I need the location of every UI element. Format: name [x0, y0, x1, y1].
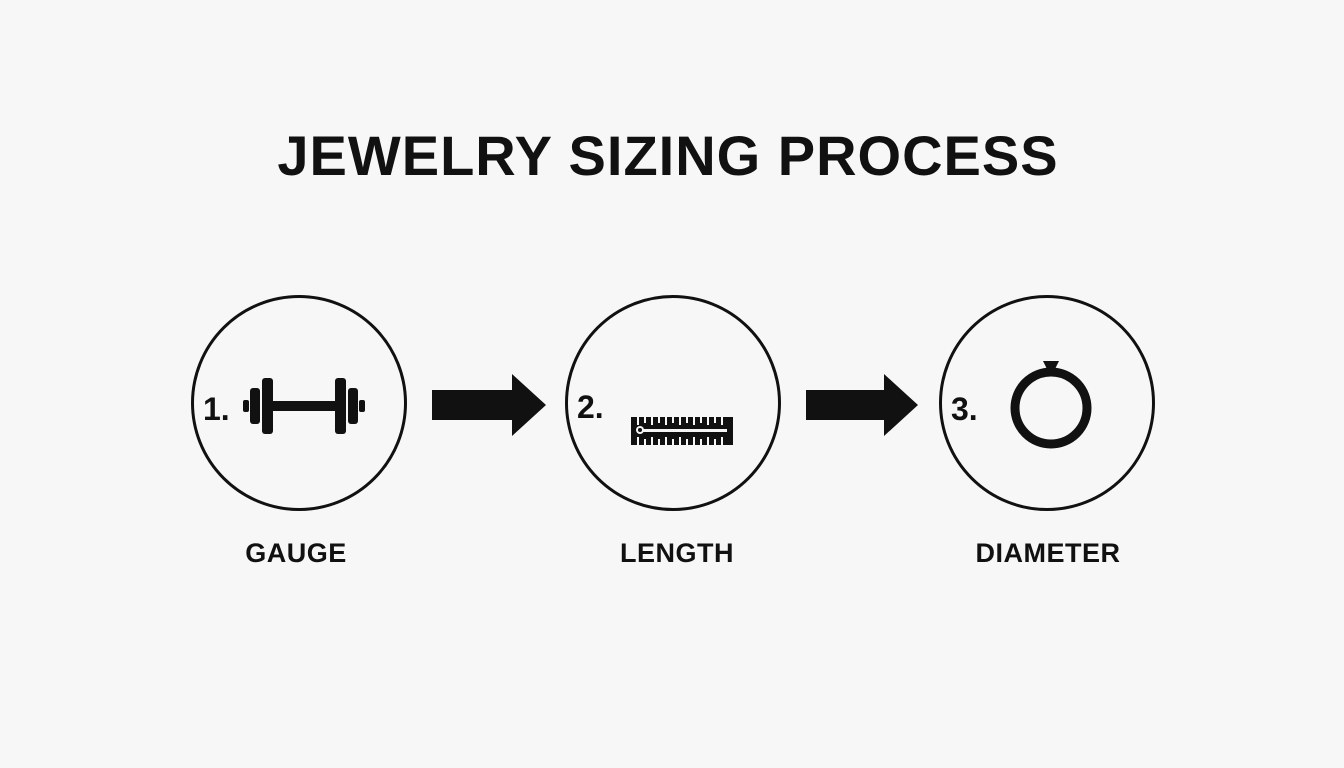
- dumbbell-icon: [243, 378, 365, 434]
- step-circle: [565, 295, 781, 511]
- diagram-title: JEWELRY SIZING PROCESS: [277, 124, 1059, 187]
- step-gauge: 1.: [191, 295, 407, 511]
- step-length: 2.: [565, 295, 781, 511]
- step-number: 3.: [951, 391, 978, 427]
- ruler-icon: [631, 417, 733, 445]
- step-label-length: LENGTH: [620, 538, 734, 568]
- step-diameter: 3.: [939, 295, 1155, 511]
- step-number: 2.: [577, 389, 604, 425]
- step-number: 1.: [203, 391, 230, 427]
- ring-icon: [1010, 361, 1092, 449]
- step-label-diameter: DIAMETER: [975, 538, 1121, 568]
- step-label-gauge: GAUGE: [245, 538, 347, 568]
- arrow-right-icon: [432, 374, 546, 436]
- arrow-right-icon: [806, 374, 918, 436]
- step-circle: [939, 295, 1155, 511]
